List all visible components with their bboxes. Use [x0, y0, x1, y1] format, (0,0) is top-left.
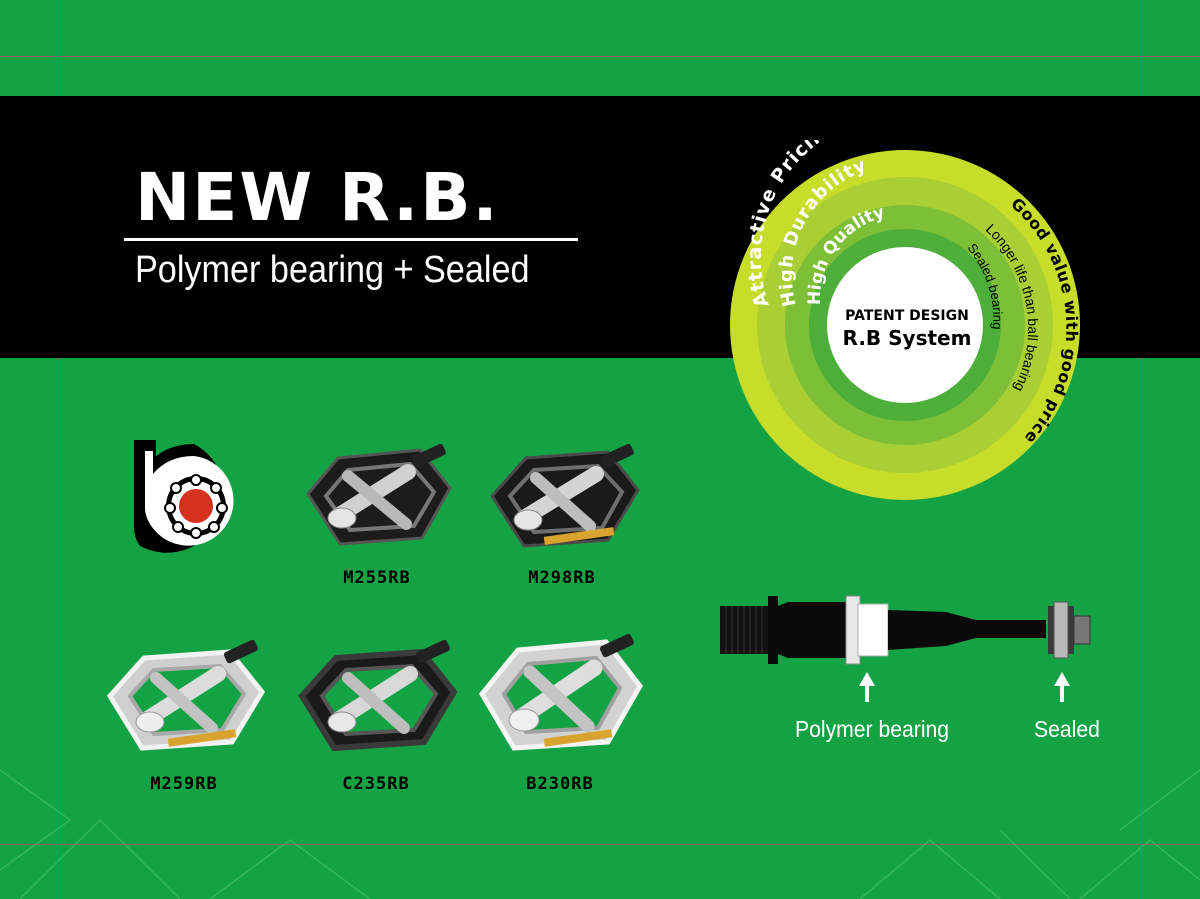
- model-label: C235RB: [342, 774, 410, 794]
- center-title: PATENT DESIGN: [845, 308, 969, 324]
- feature-circle: Attractive Pricing High Durability High …: [730, 140, 1081, 500]
- trim-line: [57, 0, 58, 899]
- trim-line: [0, 56, 1200, 57]
- model-label: M298RB: [528, 568, 596, 588]
- axle-spindle: [888, 610, 1046, 650]
- pedal-m255rb-image: [306, 443, 452, 546]
- subheadline: Polymer bearing + Sealed: [135, 249, 530, 291]
- ring-center: [827, 247, 983, 403]
- trim-line: [1141, 0, 1142, 899]
- headline-underline: [124, 238, 578, 241]
- arrow-up-icon: [1054, 672, 1070, 686]
- axle-diagram: [720, 595, 1091, 702]
- rb-bearing-logo: [134, 440, 234, 553]
- pedal-b230rb-image: [478, 633, 643, 751]
- model-label: B230RB: [526, 774, 594, 794]
- pedal-m298rb-image: [490, 443, 640, 548]
- headline: NEW R.B.: [135, 159, 500, 236]
- model-label: M255RB: [343, 568, 411, 588]
- axle-shaft: [768, 596, 848, 664]
- model-label: M259RB: [150, 774, 218, 794]
- polymer-bearing-sleeve: [857, 603, 889, 657]
- pedal-c235rb-image: [298, 639, 458, 752]
- arrow-up-icon: [859, 672, 875, 686]
- center-subtitle: R.B System: [843, 326, 972, 350]
- pedal-m259rb-image: [106, 639, 266, 751]
- trim-line: [0, 844, 1200, 845]
- sealed-label: Sealed: [1034, 716, 1100, 742]
- polymer-bearing-label: Polymer bearing: [795, 716, 950, 742]
